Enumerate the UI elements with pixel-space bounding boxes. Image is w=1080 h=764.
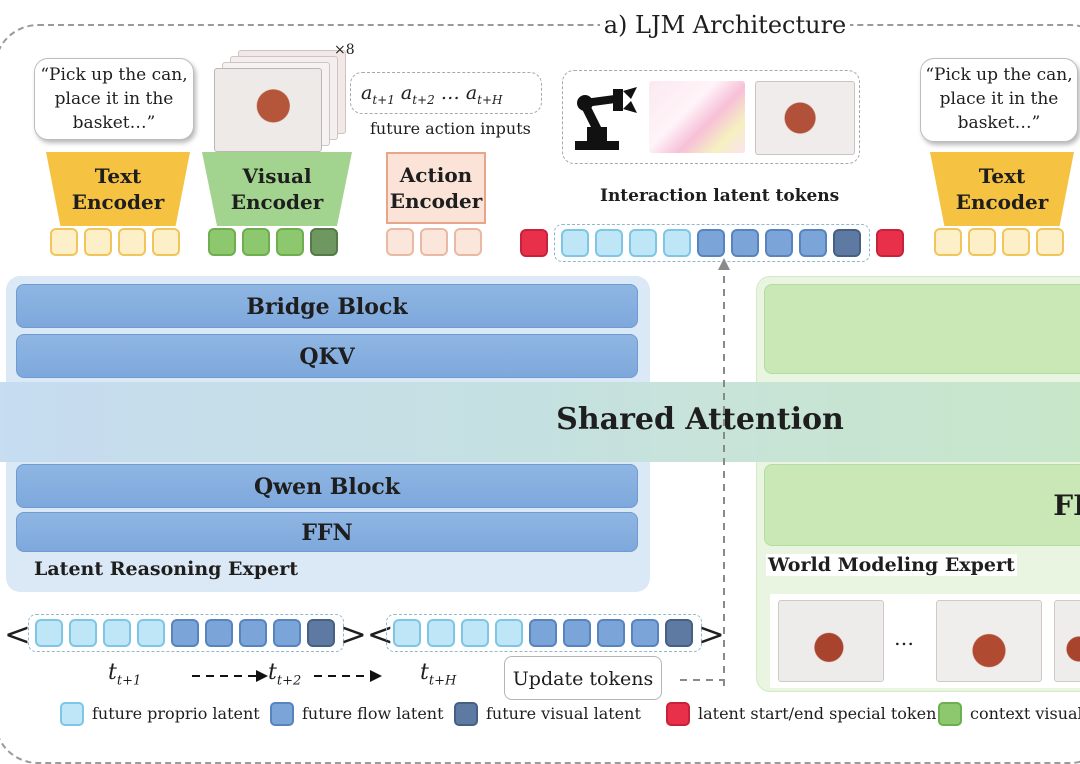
open-bracket: < bbox=[4, 615, 31, 653]
latent-reasoning-expert-label: Latent Reasoning Expert bbox=[34, 558, 299, 580]
video-frame-stack bbox=[214, 50, 354, 152]
update-tokens-box: Update tokens bbox=[504, 656, 662, 700]
legend: future proprio latent future flow latent… bbox=[60, 700, 1080, 730]
shared-attention-label: Shared Attention bbox=[556, 402, 844, 437]
qwen-block: Qwen Block bbox=[16, 464, 638, 508]
action-inputs-caption: future action inputs bbox=[370, 119, 531, 138]
latent-end-token bbox=[876, 229, 904, 257]
timeline-token-group-1 bbox=[28, 614, 344, 652]
legend-label-flow: future flow latent bbox=[302, 704, 444, 723]
legend-label-context: context visual bbox=[970, 704, 1080, 723]
legend-label-visual: future visual latent bbox=[486, 704, 641, 723]
timeline-token-group-2 bbox=[386, 614, 702, 652]
diagram-title: a) LJM Architecture bbox=[600, 8, 850, 42]
legend-swatch-special bbox=[666, 702, 690, 726]
ffn-block-right: FF bbox=[764, 464, 1080, 546]
world-modeling-expert-label: World Modeling Expert bbox=[766, 554, 1017, 576]
qkv-block: QKV bbox=[16, 334, 638, 378]
text-tokens bbox=[50, 228, 186, 256]
action-inputs-box: at+1 at+2 … at+H bbox=[350, 72, 542, 114]
world-frame-1 bbox=[778, 600, 884, 682]
legend-swatch-flow bbox=[270, 702, 294, 726]
qkv-block-right bbox=[764, 284, 1080, 374]
prompt-bubble-left: “Pick up the can, place it in the basket… bbox=[34, 58, 194, 140]
interaction-label: Interaction latent tokens bbox=[600, 186, 840, 206]
close-bracket: > bbox=[698, 615, 725, 653]
ffn-block: FFN bbox=[16, 512, 638, 552]
world-model-frames: … bbox=[770, 594, 1080, 688]
text-tokens-right bbox=[934, 228, 1070, 256]
update-arrow bbox=[680, 258, 730, 686]
time-label-t2: tt+2 bbox=[268, 660, 302, 689]
legend-swatch-visual bbox=[454, 702, 478, 726]
action-encoder: Action Encoder bbox=[386, 152, 486, 224]
legend-swatch-proprio bbox=[60, 702, 84, 726]
interaction-latent-tokens bbox=[520, 224, 910, 262]
time-label-t1: tt+1 bbox=[108, 660, 142, 689]
text-encoder: Text Encoder bbox=[46, 152, 190, 226]
action-tokens bbox=[386, 228, 488, 256]
robot-scene-frame bbox=[214, 68, 322, 152]
world-frame-2 bbox=[936, 600, 1042, 682]
visual-tokens bbox=[208, 228, 344, 256]
time-label-tH: tt+H bbox=[420, 660, 457, 689]
frames-count: ×8 bbox=[334, 42, 355, 58]
frames-ellipsis: … bbox=[894, 626, 914, 650]
shared-attention bbox=[0, 382, 1080, 462]
bridge-block: Bridge Block bbox=[16, 284, 638, 328]
prompt-bubble-right: “Pick up the can, place it in the basket… bbox=[920, 58, 1078, 142]
visual-encoder: Visual Encoder bbox=[202, 152, 352, 226]
world-frame-3 bbox=[1054, 600, 1080, 682]
legend-swatch-context bbox=[938, 702, 962, 726]
future-frame-image bbox=[755, 81, 855, 155]
legend-label-proprio: future proprio latent bbox=[92, 704, 260, 723]
time-arrow-2 bbox=[314, 670, 382, 682]
bracket-separator: >< bbox=[340, 615, 394, 653]
interaction-images-box bbox=[562, 70, 860, 164]
legend-label-special: latent start/end special token bbox=[698, 704, 937, 723]
text-encoder-right: Text Encoder bbox=[930, 152, 1074, 226]
time-arrow-1 bbox=[192, 670, 268, 682]
latent-start-token bbox=[520, 229, 548, 257]
optical-flow-image bbox=[649, 81, 745, 153]
robot-arm-icon bbox=[575, 87, 637, 150]
